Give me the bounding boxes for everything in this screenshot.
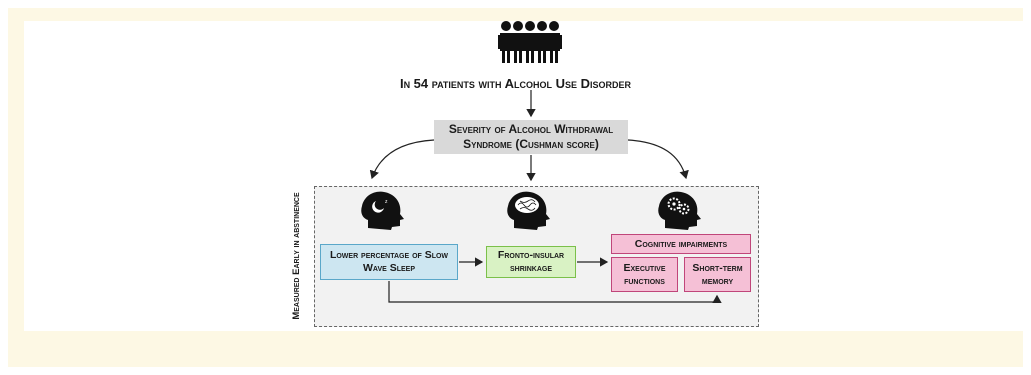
measured-early-label: Measured Early in abstinence (291, 192, 302, 320)
slow-wave-sleep-label: Lower percentage of Slow Wave Sleep (329, 249, 449, 274)
short-term-memory-label: Short-term memory (692, 261, 743, 287)
arrow-severity-to-sleep (369, 139, 435, 180)
cognitive-impairments-label: Cognitive impairments (634, 237, 728, 250)
executive-functions-box: Executive functions (611, 257, 678, 292)
gears-head-icon (658, 191, 701, 230)
executive-functions-label: Executive functions (623, 261, 666, 287)
people-group-icon (498, 21, 562, 63)
severity-box: Severity of Alcohol Withdrawal Syndrome … (434, 120, 628, 154)
cognitive-impairments-box: Cognitive impairments (611, 234, 751, 254)
brain-head-icon (507, 191, 550, 230)
arrow-severity-to-cognition (627, 139, 689, 180)
short-term-memory-box: Short-term memory (684, 257, 751, 292)
patients-label: In 54 patients with Alcohol Use Disorder (399, 76, 632, 91)
arrow-sws-to-memory (388, 281, 722, 304)
svg-text:z: z (385, 199, 388, 205)
slow-wave-sleep-box: Lower percentage of Slow Wave Sleep (320, 244, 458, 280)
fronto-insular-box: Fronto-insular shrinkage (486, 246, 576, 278)
fronto-insular-label: Fronto-insular shrinkage (497, 249, 565, 274)
sleeping-head-icon: z (361, 191, 404, 230)
